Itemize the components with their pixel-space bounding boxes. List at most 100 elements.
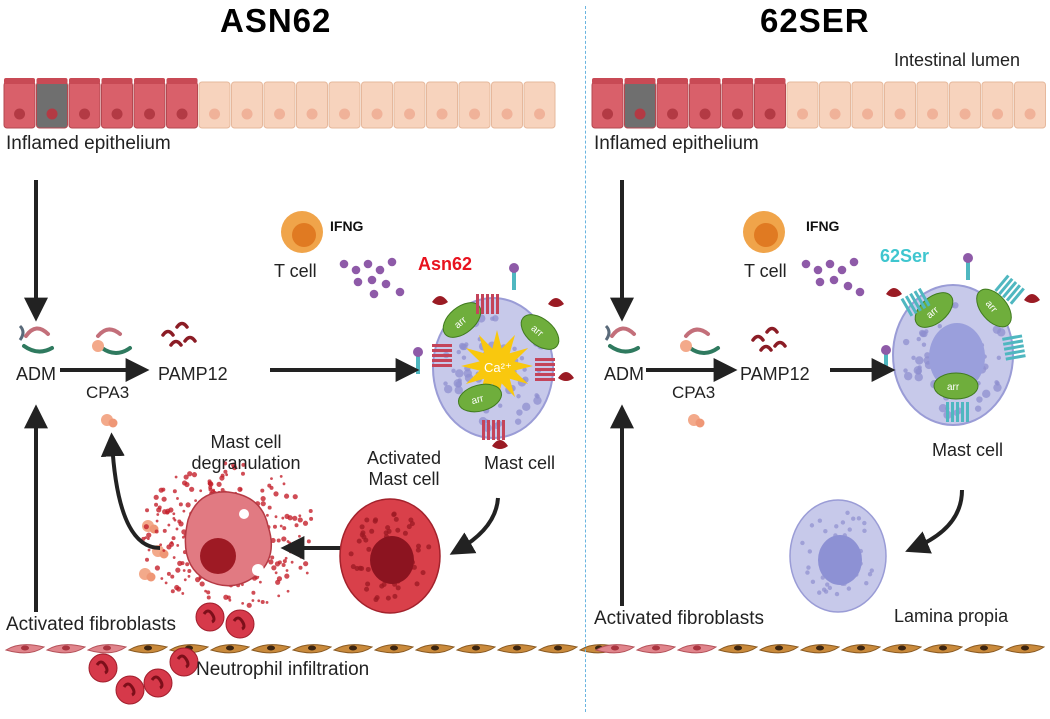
right-fibroblast <box>758 644 800 654</box>
left-arrestin: arr <box>457 383 503 413</box>
right-fibroblast <box>799 644 841 654</box>
left-fibroblast <box>455 644 497 654</box>
right-t-cell <box>743 211 785 253</box>
calcium-text: Ca²⁺ <box>484 360 512 375</box>
left-cpa3-droplet <box>101 414 118 428</box>
left-bound-peptide <box>548 298 564 307</box>
activated-mast-cell <box>339 498 441 614</box>
activated-line-1: Activated <box>366 448 442 468</box>
left-receptor-pin <box>509 263 519 290</box>
left-epithelial-cell <box>393 81 426 129</box>
left-panel-title: ASN62 <box>220 2 332 39</box>
right-arrestin: arr <box>976 288 1012 328</box>
left-fibroblast <box>45 644 87 654</box>
right-epithelial-cell <box>916 81 949 129</box>
right-epithelial-cell <box>786 81 819 129</box>
activated-mast-cell-label: Activated Mast cell <box>344 448 464 490</box>
right-receptor <box>900 287 931 317</box>
left-ifng-label: IFNG <box>330 218 364 234</box>
left-epithelial-cell <box>101 78 133 129</box>
right-epithelial-cell <box>591 78 624 129</box>
right-fibroblast <box>881 644 923 654</box>
left-epithelial-cell <box>523 81 556 129</box>
right-epithelial-cell <box>851 81 884 129</box>
svg-text:arr: arr <box>470 393 485 407</box>
right-free-peptide <box>886 288 902 297</box>
degranulation-label: Mast cell degranulation <box>176 432 316 474</box>
calcium-burst <box>461 330 533 402</box>
left-epithelial-cell <box>361 81 393 129</box>
activated-line-2: Mast cell <box>368 469 440 489</box>
right-fibroblast <box>635 644 677 654</box>
left-fibroblast <box>209 644 251 654</box>
right-pamp12-peptides <box>751 326 787 352</box>
left-arrestin: arr <box>520 314 560 350</box>
right-fibroblast <box>594 644 636 654</box>
right-receptor-pin <box>881 345 891 372</box>
right-epithelial-cell <box>721 78 754 129</box>
right-mast-to-resting-arrow <box>905 489 964 554</box>
left-t-cell <box>281 211 323 253</box>
left-fibroblast <box>496 644 538 654</box>
right-epithelial-cell <box>1014 81 1046 129</box>
released-cpa3-droplet <box>139 568 156 582</box>
degranulation-line-1: Mast cell <box>210 432 282 452</box>
right-fibroblast <box>676 644 718 654</box>
neutrophil <box>195 602 225 632</box>
right-epithelial-cell <box>624 78 656 129</box>
right-mast-cell-label: Mast cell <box>932 440 1004 460</box>
left-variant-label: Asn62 <box>418 254 473 274</box>
left-fibroblast <box>291 644 333 654</box>
right-fibroblast <box>1004 644 1046 654</box>
neutrophil <box>225 609 255 639</box>
left-fibroblast <box>332 644 374 654</box>
left-bound-peptide <box>492 440 508 449</box>
right-panel-title: 62SER <box>760 2 870 39</box>
left-epithelial-cell <box>36 78 68 129</box>
right-cpa3-complex <box>680 327 720 355</box>
neutrophil <box>115 675 145 705</box>
svg-text:arr: arr <box>947 382 960 393</box>
lumen-label: Intestinal lumen <box>894 50 1021 70</box>
right-epithelial-cell <box>884 81 916 129</box>
left-fibroblasts-label: Activated fibroblasts <box>6 614 177 635</box>
right-fibroblast <box>840 644 882 654</box>
right-ifng-label: IFNG <box>806 218 840 234</box>
left-adm-label: ADM <box>16 364 56 384</box>
right-adm-label: ADM <box>604 364 644 384</box>
right-epithelial-cell <box>656 78 689 129</box>
neutrophil-label: Neutrophil infiltration <box>196 659 370 680</box>
left-receptor <box>432 344 452 367</box>
left-fibroblast <box>4 644 46 654</box>
left-epithelial-cell <box>263 81 296 129</box>
right-pamp12-label: PAMP12 <box>740 364 810 384</box>
left-fibroblast <box>86 644 128 654</box>
right-fibroblasts-label: Activated fibroblasts <box>594 608 765 629</box>
right-epithelial-cell <box>689 78 721 129</box>
right-receptor <box>994 274 1025 305</box>
left-epithelial-cell <box>491 81 523 129</box>
right-cpa3-label: CPA3 <box>672 383 716 402</box>
left-bound-peptide <box>432 296 448 305</box>
left-epithelial-cell <box>68 78 101 129</box>
left-cpa3-label: CPA3 <box>86 383 130 402</box>
right-ifng-molecules <box>801 257 865 297</box>
right-epithelial-cell <box>981 81 1014 129</box>
right-epithelial-cell <box>819 81 851 129</box>
left-cpa3-complex <box>92 327 132 355</box>
right-epithelial-cell <box>949 81 981 129</box>
right-cpa3-droplet <box>688 414 705 428</box>
left-degranulation-to-cpa3-arrow <box>100 432 161 550</box>
left-epithelial-cell <box>426 81 458 129</box>
left-epithelial-cell <box>166 78 198 129</box>
right-epithelium-label: Inflamed epithelium <box>594 133 759 154</box>
left-fibroblast <box>250 644 292 654</box>
left-receptor <box>482 420 505 440</box>
left-epithelial-cell <box>458 81 491 129</box>
right-t-cell-label: T cell <box>744 261 787 281</box>
right-variant-label: 62Ser <box>880 246 930 266</box>
